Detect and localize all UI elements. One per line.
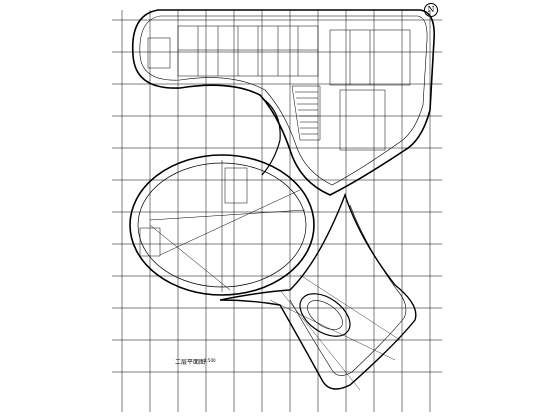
building-outline [129,9,436,391]
scale-label: 1:500 [204,358,216,363]
plan-title: 二层平面图 [175,359,206,366]
curved-wing-inner [289,204,407,376]
auditorium-seating [291,85,321,141]
north-wing-outline [131,9,436,196]
courtyard-ellipse-inner [307,300,343,330]
link-corridor [261,97,281,176]
north-wing-inner [139,15,428,186]
oval-hall-outer [129,154,315,296]
curved-wing-outline [219,192,417,390]
courtyard-ellipse [299,293,351,337]
hall-structure-lines [139,160,306,292]
axis-grid [112,10,442,412]
north-arrow-icon: N [424,3,438,17]
north-wing-rooms [147,25,411,151]
plaza-grid-lines [269,274,401,391]
